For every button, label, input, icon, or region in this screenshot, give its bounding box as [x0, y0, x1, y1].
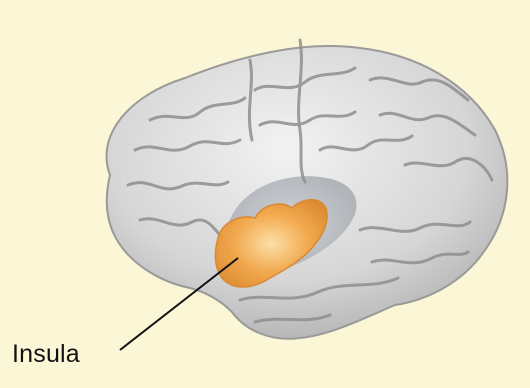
insula-label: Insula — [12, 340, 80, 369]
